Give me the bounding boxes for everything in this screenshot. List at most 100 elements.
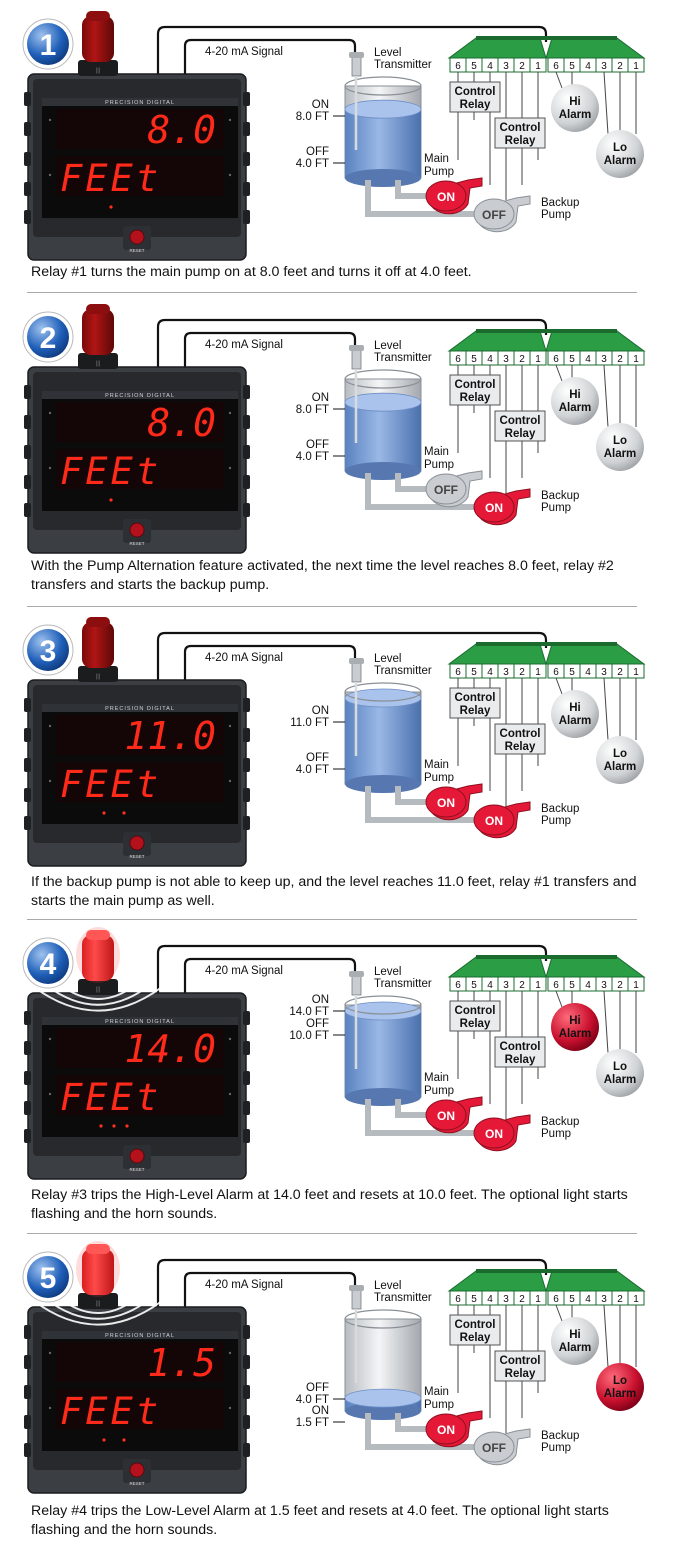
alarm-label: Alarm <box>604 761 637 773</box>
brand-label: PRECISION DIGITAL <box>105 100 175 106</box>
terminal-number: 5 <box>569 667 575 678</box>
terminal-number: 4 <box>487 667 493 678</box>
reset-button <box>129 1462 145 1478</box>
water-surface <box>344 99 422 119</box>
main-pump: ON <box>425 1096 483 1134</box>
main-pump-label: Pump <box>424 772 454 784</box>
terminal-number: 3 <box>601 667 607 678</box>
terminal-number: 3 <box>503 980 509 991</box>
pipe <box>395 1099 432 1118</box>
terminal-number: 6 <box>455 354 461 365</box>
main-pump-label: Main <box>424 1072 449 1084</box>
display-reading: 8.0 <box>147 401 216 445</box>
backup-pump-label: Backup <box>541 490 579 502</box>
relay-led <box>102 1438 106 1442</box>
relay-label: Control <box>455 1005 496 1017</box>
step-number: 5 <box>40 1262 57 1295</box>
brand-label: PRECISION DIGITAL <box>105 1333 175 1339</box>
relay-label: Control <box>500 1041 541 1053</box>
level-label: Level <box>374 966 402 978</box>
relay-label: Relay <box>505 741 536 753</box>
setpoint-state: OFF <box>306 752 329 764</box>
signal-label: 4-20 mA Signal <box>205 46 283 58</box>
transmitter-label: Transmitter <box>374 59 432 71</box>
reset-label: RESET <box>129 854 144 859</box>
horn-sound-waves <box>33 1296 163 1326</box>
signal-wire <box>156 944 548 995</box>
scenario-caption: Relay #3 trips the High-Level Alarm at 1… <box>31 1187 628 1222</box>
relay-label: Control <box>455 692 496 704</box>
terminal-number: 2 <box>519 61 525 72</box>
tank <box>344 995 422 1106</box>
step-number-badge <box>27 1256 69 1298</box>
relay-label: Relay <box>460 1018 491 1030</box>
backup-pump-label: Backup <box>541 803 579 815</box>
terminal-number: 2 <box>617 667 623 678</box>
signal-label: 4-20 mA Signal <box>205 339 283 351</box>
setpoint-value: 14.0 FT <box>289 1006 329 1018</box>
relay-label: Relay <box>505 1368 536 1380</box>
alarm-label: Lo <box>613 1375 627 1387</box>
setpoint-state: ON <box>312 392 329 404</box>
terminal-number: 5 <box>569 1294 575 1305</box>
terminal-number: 2 <box>519 1294 525 1305</box>
terminal-number: 4 <box>585 980 591 991</box>
main-pump: OFF <box>425 470 483 508</box>
alarm-label: Hi <box>569 96 581 108</box>
terminal-number: 3 <box>601 980 607 991</box>
main-pump: ON <box>425 783 483 821</box>
water-surface <box>344 688 422 708</box>
terminal-number: 4 <box>585 61 591 72</box>
terminal-number: 1 <box>633 1294 639 1305</box>
terminal-number: 6 <box>455 667 461 678</box>
setpoint-value: 10.0 FT <box>289 1030 329 1042</box>
horn-sound-waves <box>33 982 163 1012</box>
setpoint-value: 4.0 FT <box>296 764 329 776</box>
terminal-number: 4 <box>585 354 591 365</box>
signal-label: 4-20 mA Signal <box>205 652 283 664</box>
relay-label: Control <box>500 1355 541 1367</box>
level-label: Level <box>374 340 402 352</box>
terminal-number: 6 <box>553 1294 559 1305</box>
alarm-label: Alarm <box>604 448 637 460</box>
level-label: Level <box>374 47 402 59</box>
backup-pump-label: Pump <box>541 209 571 221</box>
pump-state: ON <box>437 796 455 810</box>
main-pump-label: Main <box>424 759 449 771</box>
relay-led <box>109 205 113 209</box>
horn-grille: ||| <box>96 68 101 74</box>
terminal-number: 1 <box>535 667 541 678</box>
terminal-number: 1 <box>535 980 541 991</box>
terminal-number: 3 <box>601 354 607 365</box>
display-reading: 11.0 <box>124 714 216 758</box>
terminal-number: 2 <box>617 61 623 72</box>
pump-state: OFF <box>482 1441 506 1455</box>
terminal-number: 4 <box>487 61 493 72</box>
tank-water <box>345 698 421 784</box>
main-pump: ON <box>425 177 483 215</box>
horn-grille: ||| <box>96 674 101 680</box>
scenario-caption: With the Pump Alternation feature activa… <box>31 558 614 593</box>
level-transmitter <box>351 661 362 683</box>
pump-state: ON <box>437 1423 455 1437</box>
relay-label: Relay <box>460 705 491 717</box>
relay-label: Control <box>455 379 496 391</box>
terminal-number: 1 <box>633 980 639 991</box>
